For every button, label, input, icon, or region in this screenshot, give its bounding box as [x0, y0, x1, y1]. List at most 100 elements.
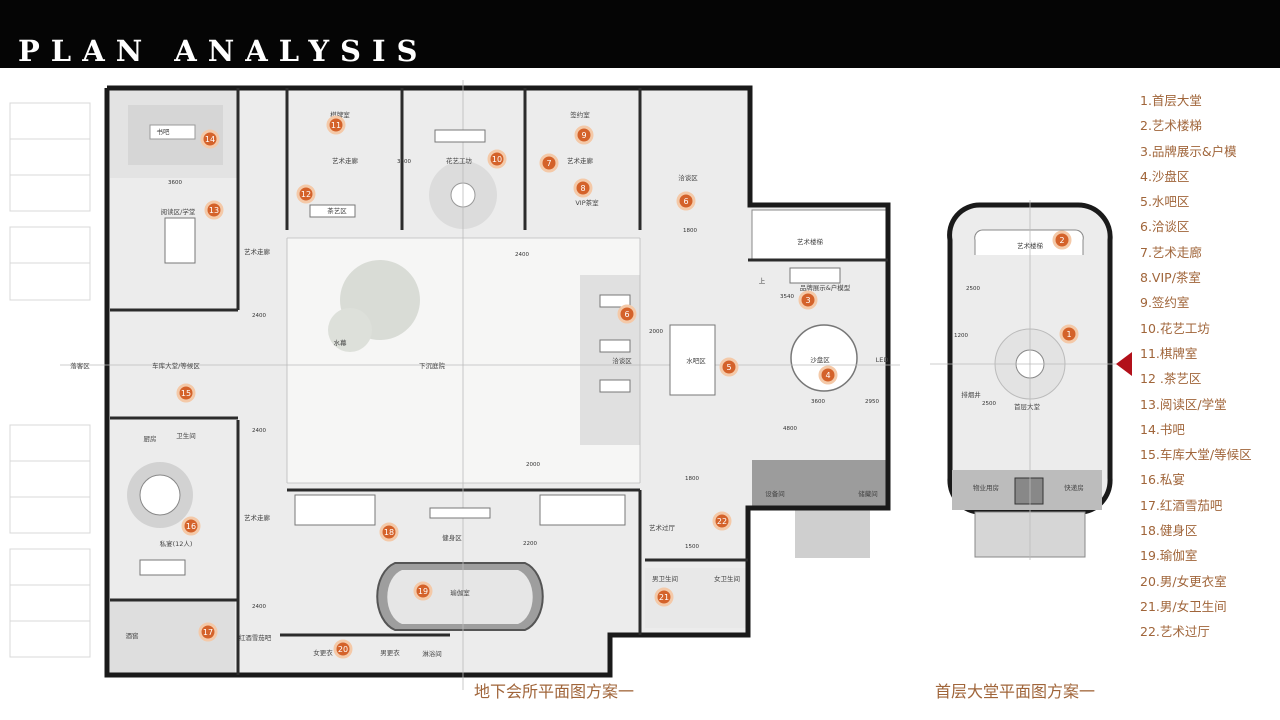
map-marker: 20 — [333, 639, 353, 659]
legend-item: 18.健身区 — [1140, 523, 1198, 539]
svg-text:1500: 1500 — [685, 544, 699, 550]
basement-room-labels: 书吧 棋牌室 阅读区/学堂 艺术走廊 茶艺区 花艺工坊 艺术走廊 签约室 VIP… — [70, 110, 888, 658]
svg-text:22: 22 — [717, 517, 727, 526]
svg-text:4: 4 — [825, 371, 830, 380]
ground-plan-caption: 首层大堂平面图方案一 — [935, 682, 1096, 701]
svg-text:2400: 2400 — [252, 313, 266, 319]
svg-text:3: 3 — [805, 296, 810, 305]
map-marker: 7 — [539, 153, 559, 173]
svg-text:5: 5 — [726, 363, 731, 372]
svg-text:1: 1 — [1066, 330, 1071, 339]
svg-text:艺术走廊: 艺术走廊 — [244, 513, 271, 522]
svg-text:物业用房: 物业用房 — [973, 483, 999, 492]
legend-item: 15.车库大堂/等候区 — [1140, 447, 1252, 463]
svg-text:2400: 2400 — [515, 252, 529, 258]
legend-item: 16.私宴 — [1140, 472, 1185, 488]
map-marker: 13 — [204, 200, 224, 220]
svg-text:2500: 2500 — [966, 286, 980, 292]
svg-text:酒窖: 酒窖 — [126, 631, 140, 640]
map-marker: 3 — [798, 290, 818, 310]
svg-text:艺术走廊: 艺术走廊 — [567, 156, 594, 165]
map-marker: 21 — [654, 587, 674, 607]
svg-text:茶艺区: 茶艺区 — [327, 206, 347, 215]
svg-text:车库大堂/等候区: 车库大堂/等候区 — [152, 361, 200, 370]
map-marker: 9 — [574, 125, 594, 145]
svg-text:排烟井: 排烟井 — [961, 390, 981, 399]
basement-dimensions: 3600 3600 1800 2400 2000 2400 2400 2000 … — [168, 159, 879, 610]
basement-plan: 书吧 棋牌室 阅读区/学堂 艺术走廊 茶艺区 花艺工坊 艺术走廊 签约室 VIP… — [60, 80, 900, 690]
svg-text:水吧区: 水吧区 — [686, 356, 706, 365]
svg-text:2: 2 — [1059, 236, 1064, 245]
svg-text:水幕: 水幕 — [334, 338, 348, 347]
svg-text:12: 12 — [301, 190, 311, 199]
svg-text:花艺工坊: 花艺工坊 — [446, 156, 473, 165]
legend-item: 21.男/女卫生间 — [1140, 598, 1227, 614]
svg-text:落客区: 落客区 — [70, 361, 90, 370]
svg-text:2000: 2000 — [526, 462, 540, 468]
legend-item: 6.洽谈区 — [1140, 219, 1190, 235]
svg-text:2500: 2500 — [982, 401, 996, 407]
svg-text:上: 上 — [759, 276, 766, 285]
legend-item: 11.棋牌室 — [1140, 345, 1198, 361]
page-title: PLAN ANALYSIS — [18, 34, 429, 68]
basement-markers: 14 11 10 9 7 8 6 12 13 3 6 5 4 15 16 18 … — [176, 115, 838, 659]
legend-item: 22.艺术过厅 — [1140, 624, 1210, 640]
svg-text:沙盘区: 沙盘区 — [810, 355, 830, 364]
header-bar: PLAN ANALYSIS — [0, 0, 1280, 68]
svg-text:19: 19 — [418, 587, 428, 596]
svg-text:签约室: 签约室 — [570, 110, 590, 119]
map-marker: 6 — [617, 304, 637, 324]
ground-markers: 2 1 — [1052, 230, 1079, 344]
map-marker: 14 — [200, 129, 220, 149]
svg-text:1800: 1800 — [685, 476, 699, 482]
svg-text:11: 11 — [331, 121, 341, 130]
svg-text:10: 10 — [492, 155, 502, 164]
svg-text:1200: 1200 — [954, 333, 968, 339]
map-marker: 12 — [296, 184, 316, 204]
svg-text:2200: 2200 — [523, 541, 537, 547]
svg-text:书吧: 书吧 — [157, 127, 171, 136]
legend-item: 10.花艺工坊 — [1140, 320, 1210, 336]
svg-text:阅读区/学堂: 阅读区/学堂 — [161, 207, 196, 216]
svg-text:健身区: 健身区 — [442, 533, 462, 542]
svg-text:女更衣: 女更衣 — [313, 648, 333, 657]
svg-text:21: 21 — [659, 593, 669, 602]
ground-floor-plan: 艺术楼梯 首层大堂 物业用房 快递房 排烟井 2500 2500 1200 — [930, 200, 1132, 560]
svg-text:艺术走廊: 艺术走廊 — [244, 247, 271, 256]
svg-text:厨房: 厨房 — [144, 434, 157, 443]
map-marker: 11 — [326, 115, 346, 135]
svg-text:艺术过厅: 艺术过厅 — [649, 523, 676, 532]
legend-item: 17.红酒雪茄吧 — [1140, 497, 1223, 513]
svg-text:艺术楼梯: 艺术楼梯 — [1017, 241, 1044, 250]
svg-text:品牌展示&户模型: 品牌展示&户模型 — [800, 283, 851, 292]
map-marker: 1 — [1059, 324, 1079, 344]
legend-item: 8.VIP/茶室 — [1140, 270, 1201, 286]
map-marker: 15 — [176, 383, 196, 403]
svg-text:3600: 3600 — [168, 180, 182, 186]
svg-text:洽谈区: 洽谈区 — [678, 173, 698, 182]
svg-text:LED: LED — [876, 356, 889, 364]
legend-item: 3.品牌展示&户模 — [1140, 143, 1237, 159]
svg-text:2400: 2400 — [252, 428, 266, 434]
svg-text:私宴(12人): 私宴(12人) — [160, 539, 193, 548]
svg-text:设备间: 设备间 — [765, 489, 785, 498]
svg-text:洽谈区: 洽谈区 — [612, 356, 632, 365]
legend-item: 7.艺术走廊 — [1140, 244, 1202, 260]
map-marker: 4 — [818, 365, 838, 385]
legend-item: 19.瑜伽室 — [1140, 548, 1198, 564]
svg-text:15: 15 — [181, 389, 191, 398]
wall-panel-outlines — [9, 102, 91, 658]
map-marker: 8 — [573, 178, 593, 198]
svg-text:女卫生间: 女卫生间 — [714, 574, 740, 583]
legend-item: 4.沙盘区 — [1140, 168, 1190, 184]
svg-text:13: 13 — [209, 206, 219, 215]
svg-text:瑜伽室: 瑜伽室 — [450, 588, 470, 597]
svg-text:8: 8 — [580, 184, 585, 193]
svg-text:9: 9 — [581, 131, 586, 140]
map-marker: 16 — [181, 516, 201, 536]
svg-text:6: 6 — [683, 197, 688, 206]
legend-item: 1.首层大堂 — [1140, 93, 1202, 108]
legend-item: 13.阅读区/学堂 — [1140, 396, 1227, 412]
svg-text:下沉庭院: 下沉庭院 — [419, 361, 446, 370]
legend-item: 12 .茶艺区 — [1140, 371, 1202, 387]
